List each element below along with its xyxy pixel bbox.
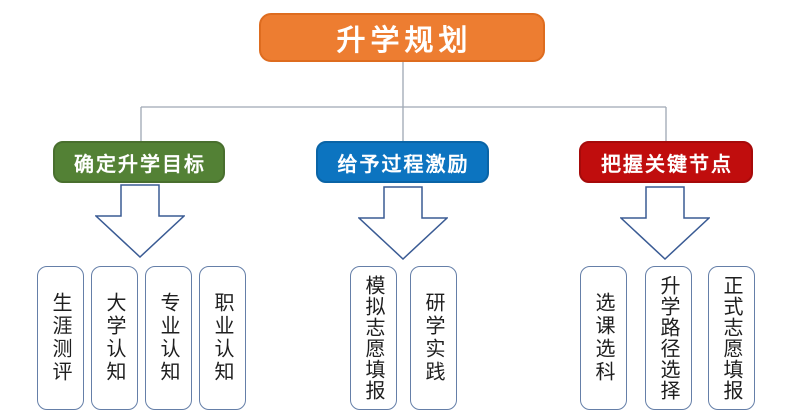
root-node: 升学规划 [259,13,545,62]
leaf-item-career-assessment: 生涯测评 [37,266,84,410]
branch-determine-goals: 确定升学目标 [53,141,225,183]
down-block-arrow [95,184,185,258]
leaf-item-study-practice: 研学实践 [410,266,457,410]
leaf-item-major-awareness: 专业认知 [145,266,192,410]
leaf-item-mock-application: 模拟志愿填报 [350,266,397,410]
branch-key-nodes: 把握关键节点 [579,141,753,183]
down-block-arrow [620,186,710,260]
leaf-item-path-selection: 升学路径选择 [645,266,692,410]
leaf-item-formal-application: 正式志愿填报 [708,266,755,410]
leaf-item-university-awareness: 大学认知 [91,266,138,410]
connector-path [140,62,667,141]
branch-process-incentive: 给予过程激励 [316,141,489,183]
leaf-item-occupation-awareness: 职业认知 [199,266,246,410]
down-block-arrow [358,186,448,260]
leaf-item-subject-selection: 选课选科 [580,266,627,410]
